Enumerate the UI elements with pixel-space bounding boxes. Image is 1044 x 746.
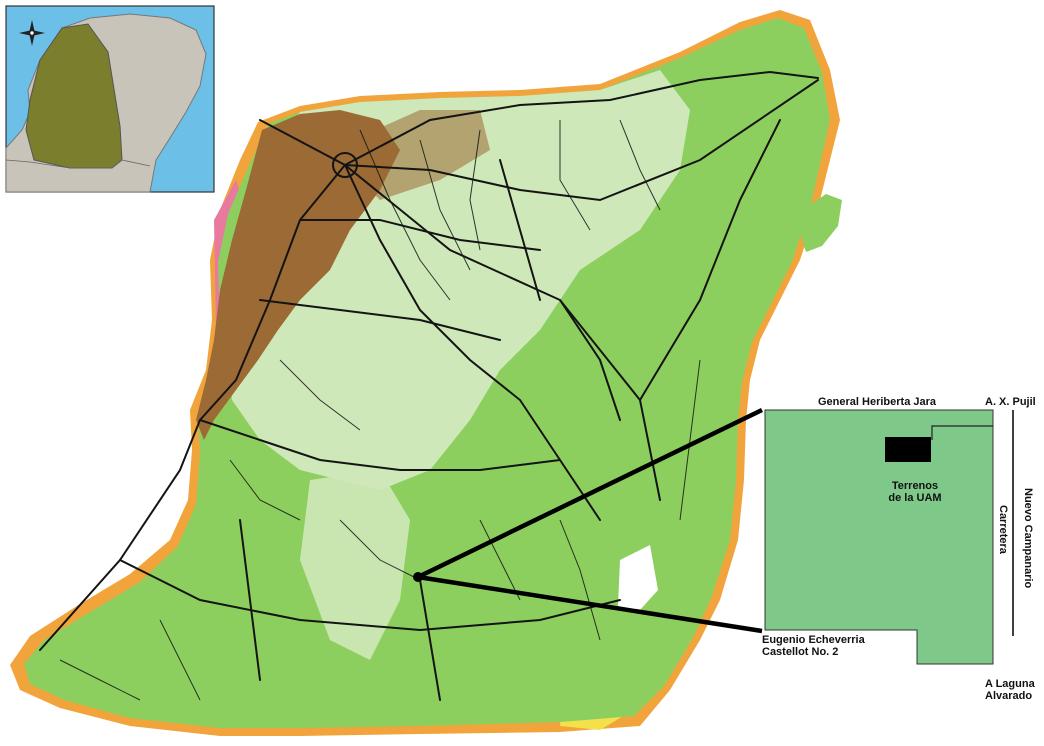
road-network-minor — [59, 119, 701, 701]
detail-plan-area — [764, 409, 994, 665]
site-label-line2: de la UAM — [888, 492, 942, 505]
road-label-bottom-left-line1: Eugenio Echeverria — [762, 634, 865, 646]
road-label-bottom-right: A Laguna Alvarado — [985, 678, 1035, 702]
road-label-top: General Heriberta Jara — [818, 396, 937, 408]
road-label-bottom-left-line2: Castellot No. 2 — [762, 646, 839, 659]
cozumel-island — [800, 194, 842, 252]
site-label-line1: Terrenos — [891, 480, 939, 492]
compass-rose-icon — [19, 20, 45, 46]
road-label-right-vertical: Nuevo Campanario — [1022, 488, 1035, 589]
peninsula-map — [10, 10, 842, 736]
zoom-line-bottom — [417, 574, 763, 634]
inset-map — [5, 5, 215, 193]
light-forest-patch-south — [300, 470, 410, 660]
site-label: Terrenos de la UAM — [880, 480, 950, 504]
uam-site-block — [885, 437, 931, 462]
agriculture-scatter — [330, 110, 490, 200]
inset-border — [5, 159, 151, 169]
road-label-bottom-right-line2: Alvarado — [985, 690, 1033, 703]
zoom-lines — [417, 407, 763, 634]
zoom-line-top — [417, 407, 763, 580]
agriculture-region — [196, 110, 400, 440]
bay-water — [618, 545, 658, 610]
road-label-inner-vertical: Carretera — [997, 505, 1010, 554]
road-label-top-right: A. X. Pujil — [985, 396, 1036, 408]
road-network — [39, 70, 819, 701]
road-label-bottom-right-line1: A Laguna — [985, 678, 1035, 690]
road-label-bottom-left: Eugenio Echeverria Castellot No. 2 — [762, 634, 865, 658]
site-boundary-line — [931, 425, 993, 440]
detail-plan — [764, 409, 1014, 665]
city-cluster — [332, 152, 358, 178]
